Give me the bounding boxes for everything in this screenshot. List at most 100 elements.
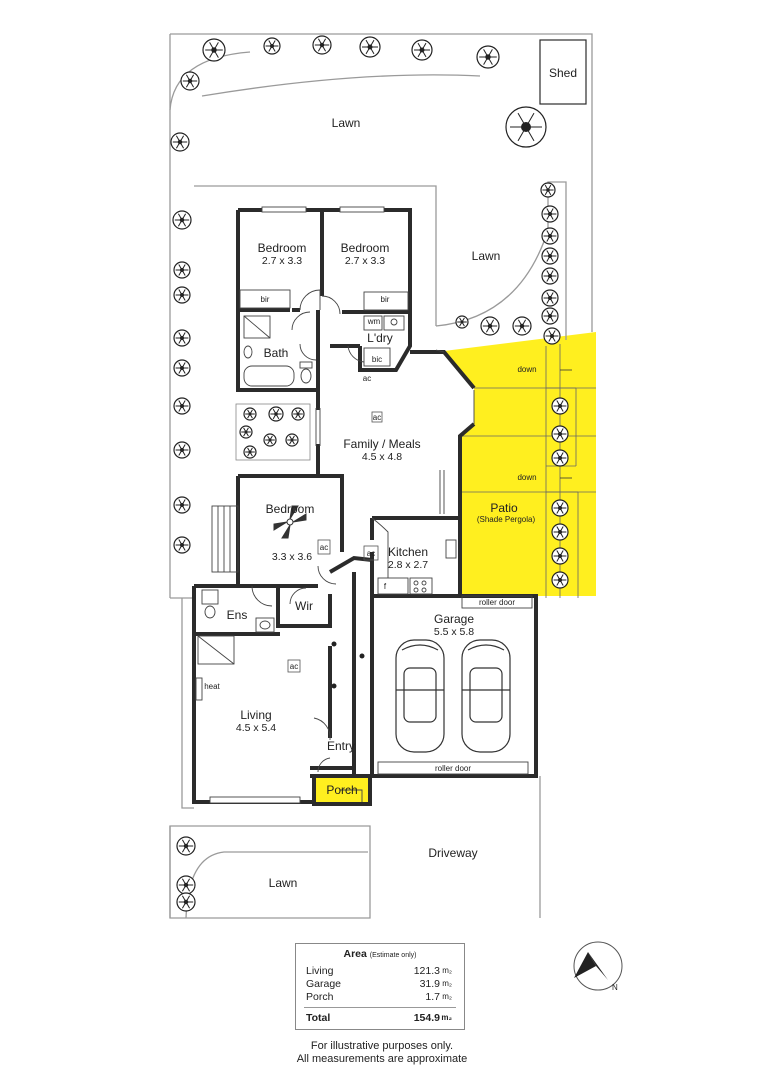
tree-icon xyxy=(173,359,191,377)
tree-icon xyxy=(176,836,196,856)
label-heat: heat xyxy=(204,682,220,691)
area-row-value: 1.7 xyxy=(425,991,440,1003)
tree-icon xyxy=(173,329,191,347)
tree-icon xyxy=(551,397,569,415)
area-row-unit: m₂ xyxy=(442,966,452,975)
tree-icon xyxy=(170,132,190,152)
tree-icon xyxy=(243,407,257,421)
label-down-2: down xyxy=(517,473,536,482)
area-separator xyxy=(304,1007,456,1008)
dim-bedroom-1: 2.7 x 3.3 xyxy=(262,255,302,267)
svg-text:N: N xyxy=(612,983,618,992)
area-title-text: Area xyxy=(343,948,367,960)
area-total-label: Total xyxy=(306,1012,331,1024)
tree-icon xyxy=(202,38,226,62)
label-roller-door-top: roller door xyxy=(479,598,515,607)
area-row-label: Garage xyxy=(306,978,342,990)
label-wm: wm xyxy=(367,317,381,326)
fixtures xyxy=(195,206,533,804)
tree-icon xyxy=(312,35,332,55)
ceiling-fan-icon xyxy=(273,505,307,539)
label-patio-sub: (Shade Pergola) xyxy=(477,515,536,524)
label-ac-family: ac xyxy=(373,413,381,422)
label-down-1: down xyxy=(517,365,536,374)
label-patio: Patio xyxy=(490,501,518,515)
tree-icon xyxy=(541,227,559,245)
area-title: Area (Estimate only) xyxy=(296,948,464,960)
tree-icon xyxy=(551,499,569,517)
label-bedroom-2: Bedroom xyxy=(341,241,390,255)
area-row: Living 121.3 m₂ xyxy=(306,965,452,977)
tree-icon xyxy=(551,547,569,565)
tree-icon xyxy=(551,571,569,589)
label-ac-living: ac xyxy=(290,662,298,671)
label-lawn-right: Lawn xyxy=(472,249,501,263)
disclaimer-line-1: For illustrative purposes only. xyxy=(310,1040,454,1052)
tree-icon xyxy=(268,406,284,422)
tree-icon xyxy=(480,316,500,336)
tree-icon xyxy=(540,182,556,198)
car-icon xyxy=(461,639,511,753)
tree-icon xyxy=(173,286,191,304)
tree-icon xyxy=(541,307,559,325)
tree-icon xyxy=(173,397,191,415)
dim-living: 4.5 x 5.4 xyxy=(236,722,276,734)
porch-area xyxy=(314,778,370,804)
tree-icon xyxy=(243,445,257,459)
area-total-row: Total 154.9 m₂ xyxy=(306,1012,452,1024)
area-row-value: 121.3 xyxy=(413,965,440,977)
label-bedroom-3: Bedroom xyxy=(266,502,315,516)
tree-icon xyxy=(551,449,569,467)
tree-icon xyxy=(173,536,191,554)
tree-icon xyxy=(541,247,559,265)
label-roller-door-bottom: roller door xyxy=(435,764,471,773)
area-row-label: Living xyxy=(306,965,334,977)
area-row-unit: m₂ xyxy=(442,992,452,1001)
tree-icon xyxy=(476,45,500,69)
label-family-meals: Family / Meals xyxy=(343,437,420,451)
tree-icon xyxy=(263,37,281,55)
label-bir-2: bir xyxy=(381,295,390,304)
dim-garage: 5.5 x 5.8 xyxy=(434,626,474,638)
label-ac-hall: ac xyxy=(363,374,371,383)
label-lawn-bottom: Lawn xyxy=(269,876,298,890)
label-wir: Wir xyxy=(295,599,313,613)
walls xyxy=(192,208,538,806)
area-row-value: 31.9 xyxy=(419,978,440,990)
tree-icon xyxy=(180,71,200,91)
label-driveway: Driveway xyxy=(428,846,477,860)
tree-icon xyxy=(505,106,547,148)
label-bath: Bath xyxy=(264,346,289,360)
dim-bedroom-3: 3.3 x 3.6 xyxy=(272,551,312,563)
area-row: Porch 1.7 m₂ xyxy=(306,991,452,1003)
label-bedroom-1: Bedroom xyxy=(258,241,307,255)
area-row-unit: m₂ xyxy=(442,979,452,988)
north-arrow-icon: N xyxy=(573,941,623,992)
trees xyxy=(170,35,569,912)
tree-icon xyxy=(541,205,559,223)
label-kitchen: Kitchen xyxy=(388,545,428,559)
area-row-label: Porch xyxy=(306,991,334,1003)
car-icon xyxy=(395,639,445,753)
dim-bedroom-2: 2.7 x 3.3 xyxy=(345,255,385,267)
planter-bed xyxy=(235,403,311,461)
area-summary-box: Area (Estimate only) Living 121.3 m₂ Gar… xyxy=(295,943,465,1030)
area-total-unit: m₂ xyxy=(441,1013,452,1022)
tree-icon xyxy=(176,875,196,895)
area-title-note: (Estimate only) xyxy=(369,952,417,959)
tree-icon xyxy=(541,289,559,307)
label-laundry: L'dry xyxy=(367,331,393,345)
tree-icon xyxy=(173,261,191,279)
label-ac-bedroom: ac xyxy=(320,543,328,552)
tree-icon xyxy=(411,39,433,61)
label-fridge: f xyxy=(384,582,387,591)
door-markers xyxy=(331,641,365,689)
tree-icon xyxy=(543,327,561,345)
tree-icon xyxy=(239,425,253,439)
label-entry: Entry xyxy=(327,739,355,753)
room-labels: Lawn Shed Lawn Bedroom 2.7 x 3.3 Bedroom… xyxy=(204,39,587,890)
tree-icon xyxy=(541,267,559,285)
area-total-value: 154.9 xyxy=(413,1012,440,1024)
step-arrows xyxy=(560,369,572,479)
